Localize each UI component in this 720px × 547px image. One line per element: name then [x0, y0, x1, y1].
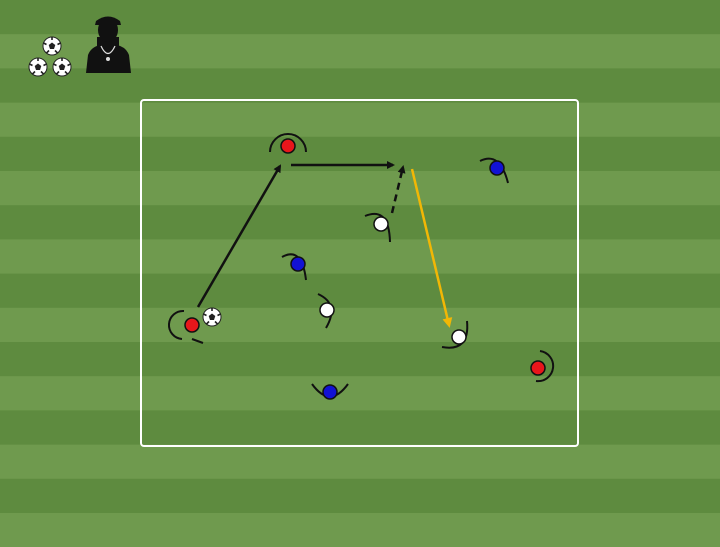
grass-stripe — [0, 273, 720, 309]
grass-stripe — [0, 136, 720, 172]
blue-player — [281, 253, 307, 281]
grass-stripe — [0, 410, 720, 446]
grass-stripe — [0, 205, 720, 240]
red-player — [530, 350, 555, 383]
grass-stripe — [0, 102, 720, 138]
soccer-ball-icon — [28, 57, 48, 77]
soccer-ball-icon — [52, 57, 72, 77]
highlight-pass-arrow — [410, 168, 453, 328]
playing-area-boundary — [140, 99, 579, 447]
grass-stripe — [0, 478, 720, 514]
grass-stripe — [0, 68, 720, 104]
red-player — [269, 133, 307, 154]
grass-stripe — [0, 0, 720, 35]
coach-icon — [86, 16, 131, 73]
grass-stripe — [0, 444, 720, 480]
grass-stripe — [0, 513, 720, 547]
run-arrow — [390, 165, 406, 214]
neutral-player — [441, 320, 469, 349]
grass-stripe — [0, 239, 720, 275]
pass-arrow — [196, 164, 282, 308]
grass-stripe — [0, 171, 720, 206]
neutral-player — [317, 293, 335, 329]
blue-player — [479, 157, 509, 184]
blue-player — [311, 383, 349, 400]
movement-arrows — [196, 161, 453, 328]
red-player — [167, 309, 204, 344]
soccer-ball-icon — [202, 307, 222, 327]
grass-stripe — [0, 307, 720, 343]
grass-stripe — [0, 342, 720, 377]
neutral-player — [364, 212, 391, 243]
soccer-ball-icon — [42, 36, 62, 56]
grass-stripe — [0, 376, 720, 411]
players — [167, 133, 555, 400]
